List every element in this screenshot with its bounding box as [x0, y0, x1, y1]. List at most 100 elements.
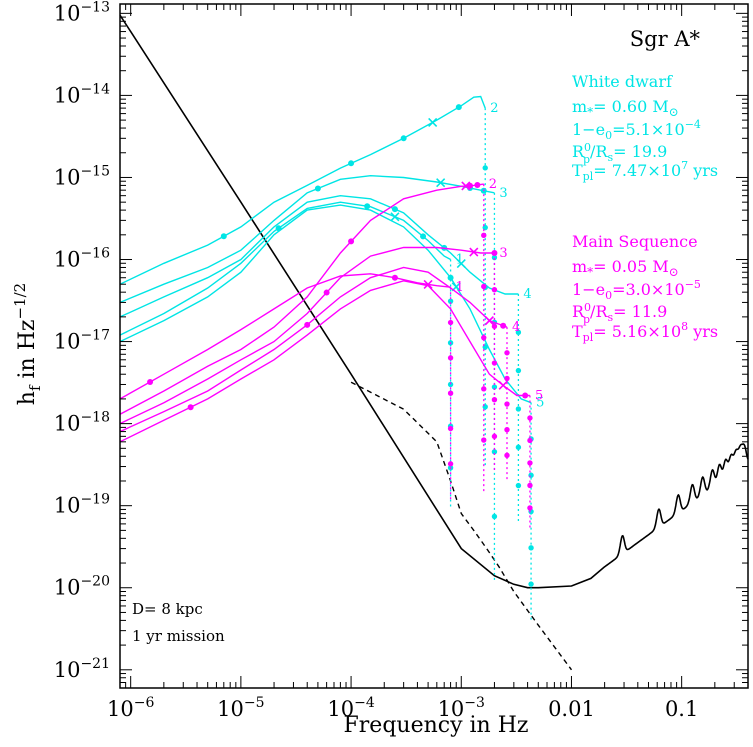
ms-drop-marker	[491, 323, 498, 330]
x-tick-label: 10−3	[438, 695, 485, 721]
wd-series-label: 4	[523, 287, 531, 302]
ms-drop-marker	[481, 283, 487, 290]
ms-marker	[391, 274, 398, 281]
wd-drop-marker	[528, 545, 534, 551]
ms-series-label: 1	[456, 280, 464, 295]
sensitivity-curve	[119, 14, 749, 589]
ms-drop-marker	[504, 426, 510, 433]
wd-drop-marker	[447, 381, 454, 388]
ms-drop-marker	[527, 505, 533, 511]
wd-series-line	[119, 95, 486, 285]
ms-drop-marker	[481, 386, 487, 392]
wd-drop-marker	[515, 329, 522, 336]
ms-marker	[522, 392, 529, 399]
wd-drop-marker	[491, 384, 498, 390]
ms-drop-marker	[447, 390, 454, 396]
main-sequence-series-group: 1 2 3 4 5	[119, 177, 543, 531]
ms-ecc: 1−e0=3.0×10−5	[572, 278, 701, 302]
wd-series-line	[119, 174, 495, 304]
wd-drop-marker	[491, 254, 498, 261]
ms-drop-marker	[504, 350, 510, 356]
wd-series-label: 5	[536, 396, 544, 411]
annotation-mission: 1 yr mission	[132, 627, 225, 645]
wd-marker	[391, 206, 398, 213]
ms-drop-marker	[447, 425, 454, 432]
wd-drop-marker	[491, 449, 498, 455]
wd-series-line	[119, 204, 532, 404]
wd-marker	[420, 233, 427, 240]
y-tick-label: 10−15	[54, 163, 110, 189]
ms-drop-marker	[527, 460, 533, 466]
ms-drop-marker	[481, 232, 487, 238]
ms-cross-marker	[423, 279, 433, 289]
ms-marker	[491, 250, 498, 257]
y-tick-label: 10−13	[54, 0, 110, 25]
y-tick-label: 10−14	[54, 81, 110, 107]
legend-white-dwarf: White dwarf m*= 0.60 M⊙ 1−e0=5.1×10−4 R0…	[572, 72, 718, 183]
ms-series-label: 2	[489, 177, 497, 192]
wd-cross-marker	[456, 259, 466, 269]
x-tick-label: 10−4	[327, 695, 374, 721]
ms-series-line	[119, 273, 451, 400]
x-axis-label: Frequency in Hz	[344, 713, 529, 738]
ms-header: Main Sequence	[572, 232, 698, 251]
x-tick-label: 10−6	[107, 695, 154, 721]
y-tick-label: 10−21	[54, 656, 110, 682]
ms-marker	[500, 322, 507, 329]
white-dwarf-series-group: 1 2 3 4 5	[119, 95, 544, 621]
wd-marker	[314, 185, 321, 192]
wd-drop-marker	[447, 298, 454, 304]
ms-marker	[187, 404, 194, 411]
sensitivity-curve-group	[119, 14, 749, 589]
x-tick-label: 10−5	[217, 695, 264, 721]
ms-mass: m*= 0.05 M⊙	[572, 257, 679, 279]
wd-drop-marker	[491, 513, 498, 520]
wd-marker	[348, 160, 355, 167]
ms-drop-marker	[491, 286, 498, 293]
wd-series-label: 1	[456, 253, 464, 268]
ms-drop-marker	[527, 482, 533, 489]
wd-cross-marker	[436, 178, 446, 188]
wd-drop-marker	[515, 444, 522, 450]
ms-series-line	[119, 266, 508, 433]
wd-tpl: Tpl= 7.47×107 yrs	[572, 159, 718, 183]
y-tick-label: 10−18	[54, 410, 110, 436]
ms-drop-marker	[491, 396, 498, 403]
ms-drop-marker	[504, 452, 510, 459]
ms-drop-marker	[447, 355, 454, 361]
annotation-distance: D= 8 kpc	[132, 600, 203, 618]
wd-series-line	[119, 201, 451, 336]
wd-marker	[447, 274, 454, 281]
wd-cross-marker	[390, 212, 400, 222]
wd-drop-marker	[528, 472, 534, 478]
ms-drop-marker	[504, 375, 510, 382]
confusion-noise-curve	[350, 381, 573, 671]
y-tick-label: 10−20	[54, 574, 110, 600]
wd-drop-marker	[482, 165, 488, 171]
ms-drop-marker	[447, 461, 454, 467]
ms-drop-marker	[527, 437, 533, 444]
ms-cross-marker	[469, 247, 479, 257]
wd-drop-marker	[515, 367, 522, 374]
ms-cross-marker	[461, 181, 471, 191]
ms-drop-marker	[504, 401, 510, 407]
wd-marker	[400, 135, 407, 142]
ms-marker	[323, 289, 330, 296]
ms-cross-marker	[498, 380, 508, 390]
wd-drop-marker	[515, 482, 522, 489]
ms-marker	[147, 378, 154, 385]
wd-series-line	[119, 194, 519, 318]
ms-series-label: 5	[535, 389, 543, 404]
wd-marker	[220, 233, 227, 240]
ms-marker	[304, 321, 311, 328]
wd-mass: m*= 0.60 M⊙	[572, 97, 679, 119]
ms-drop-marker	[491, 433, 498, 440]
ms-series-label: 3	[499, 246, 507, 261]
wd-drop-marker	[515, 406, 522, 412]
y-axis-label: hf in Hz−1/2	[11, 283, 44, 405]
wd-marker	[455, 104, 462, 111]
